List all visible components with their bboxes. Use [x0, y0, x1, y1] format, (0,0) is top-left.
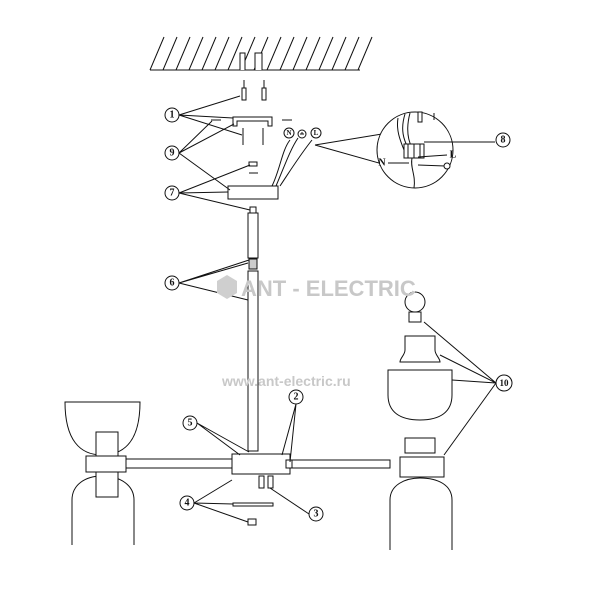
ceiling-hatch-line	[292, 36, 308, 71]
canopy	[227, 137, 313, 214]
watermark-url: www.ant-electric.ru	[221, 373, 351, 389]
ceiling-hatch-line	[318, 36, 334, 71]
callout-9: 9	[170, 148, 175, 159]
callout-6: 6	[170, 278, 175, 289]
neutral-tag: N	[378, 158, 386, 169]
live-label: L	[314, 129, 319, 137]
wall-plugs	[241, 80, 267, 145]
ceiling-hatch-line	[149, 36, 165, 71]
ceiling-hatch-line	[266, 36, 282, 71]
ceiling-hatch-line	[279, 36, 295, 71]
callout-8: 8	[501, 135, 506, 146]
watermark: ANT - ELECTRIC www.ant-electric.ru	[217, 275, 416, 389]
terminal-block-detail: L N	[314, 111, 495, 189]
callout-2: 2	[294, 392, 299, 403]
watermark-brand: ANT - ELECTRIC	[241, 276, 416, 301]
ceiling-hatch-line	[162, 36, 178, 71]
ceiling-hatch-line	[201, 36, 217, 71]
downrod	[247, 212, 259, 452]
ceiling-hatch-line	[357, 36, 373, 71]
left-lamp	[64, 401, 141, 545]
callout-5: 5	[188, 418, 193, 429]
hub-and-arms	[119, 453, 391, 526]
ceiling-hatch-line	[305, 36, 321, 71]
callout-1: 1	[170, 110, 175, 121]
callout-4: 4	[185, 498, 190, 509]
neutral-badge	[283, 127, 295, 139]
leader-lines	[178, 95, 497, 523]
mounting-bracket	[211, 116, 292, 174]
callouts: 1 9 7 6 5 2 4 3 8 10	[164, 107, 513, 522]
right-lamp	[387, 291, 453, 550]
neutral-label: N	[286, 129, 291, 137]
ceiling-hatch-line	[227, 36, 243, 71]
live-tag: L	[450, 150, 457, 161]
ceiling-hatch-line	[331, 36, 347, 71]
callout-3: 3	[314, 509, 319, 520]
ceiling-hatch-line	[214, 36, 230, 71]
callout-10: 10	[500, 378, 510, 388]
ceiling-hatch-line	[188, 36, 204, 71]
brand-logo-icon	[217, 275, 237, 299]
ceiling-hatch-line	[175, 36, 191, 71]
ceiling-hatch-line	[344, 36, 360, 71]
live-badge	[310, 127, 322, 139]
callout-7: 7	[170, 188, 175, 199]
ceiling	[149, 36, 373, 71]
